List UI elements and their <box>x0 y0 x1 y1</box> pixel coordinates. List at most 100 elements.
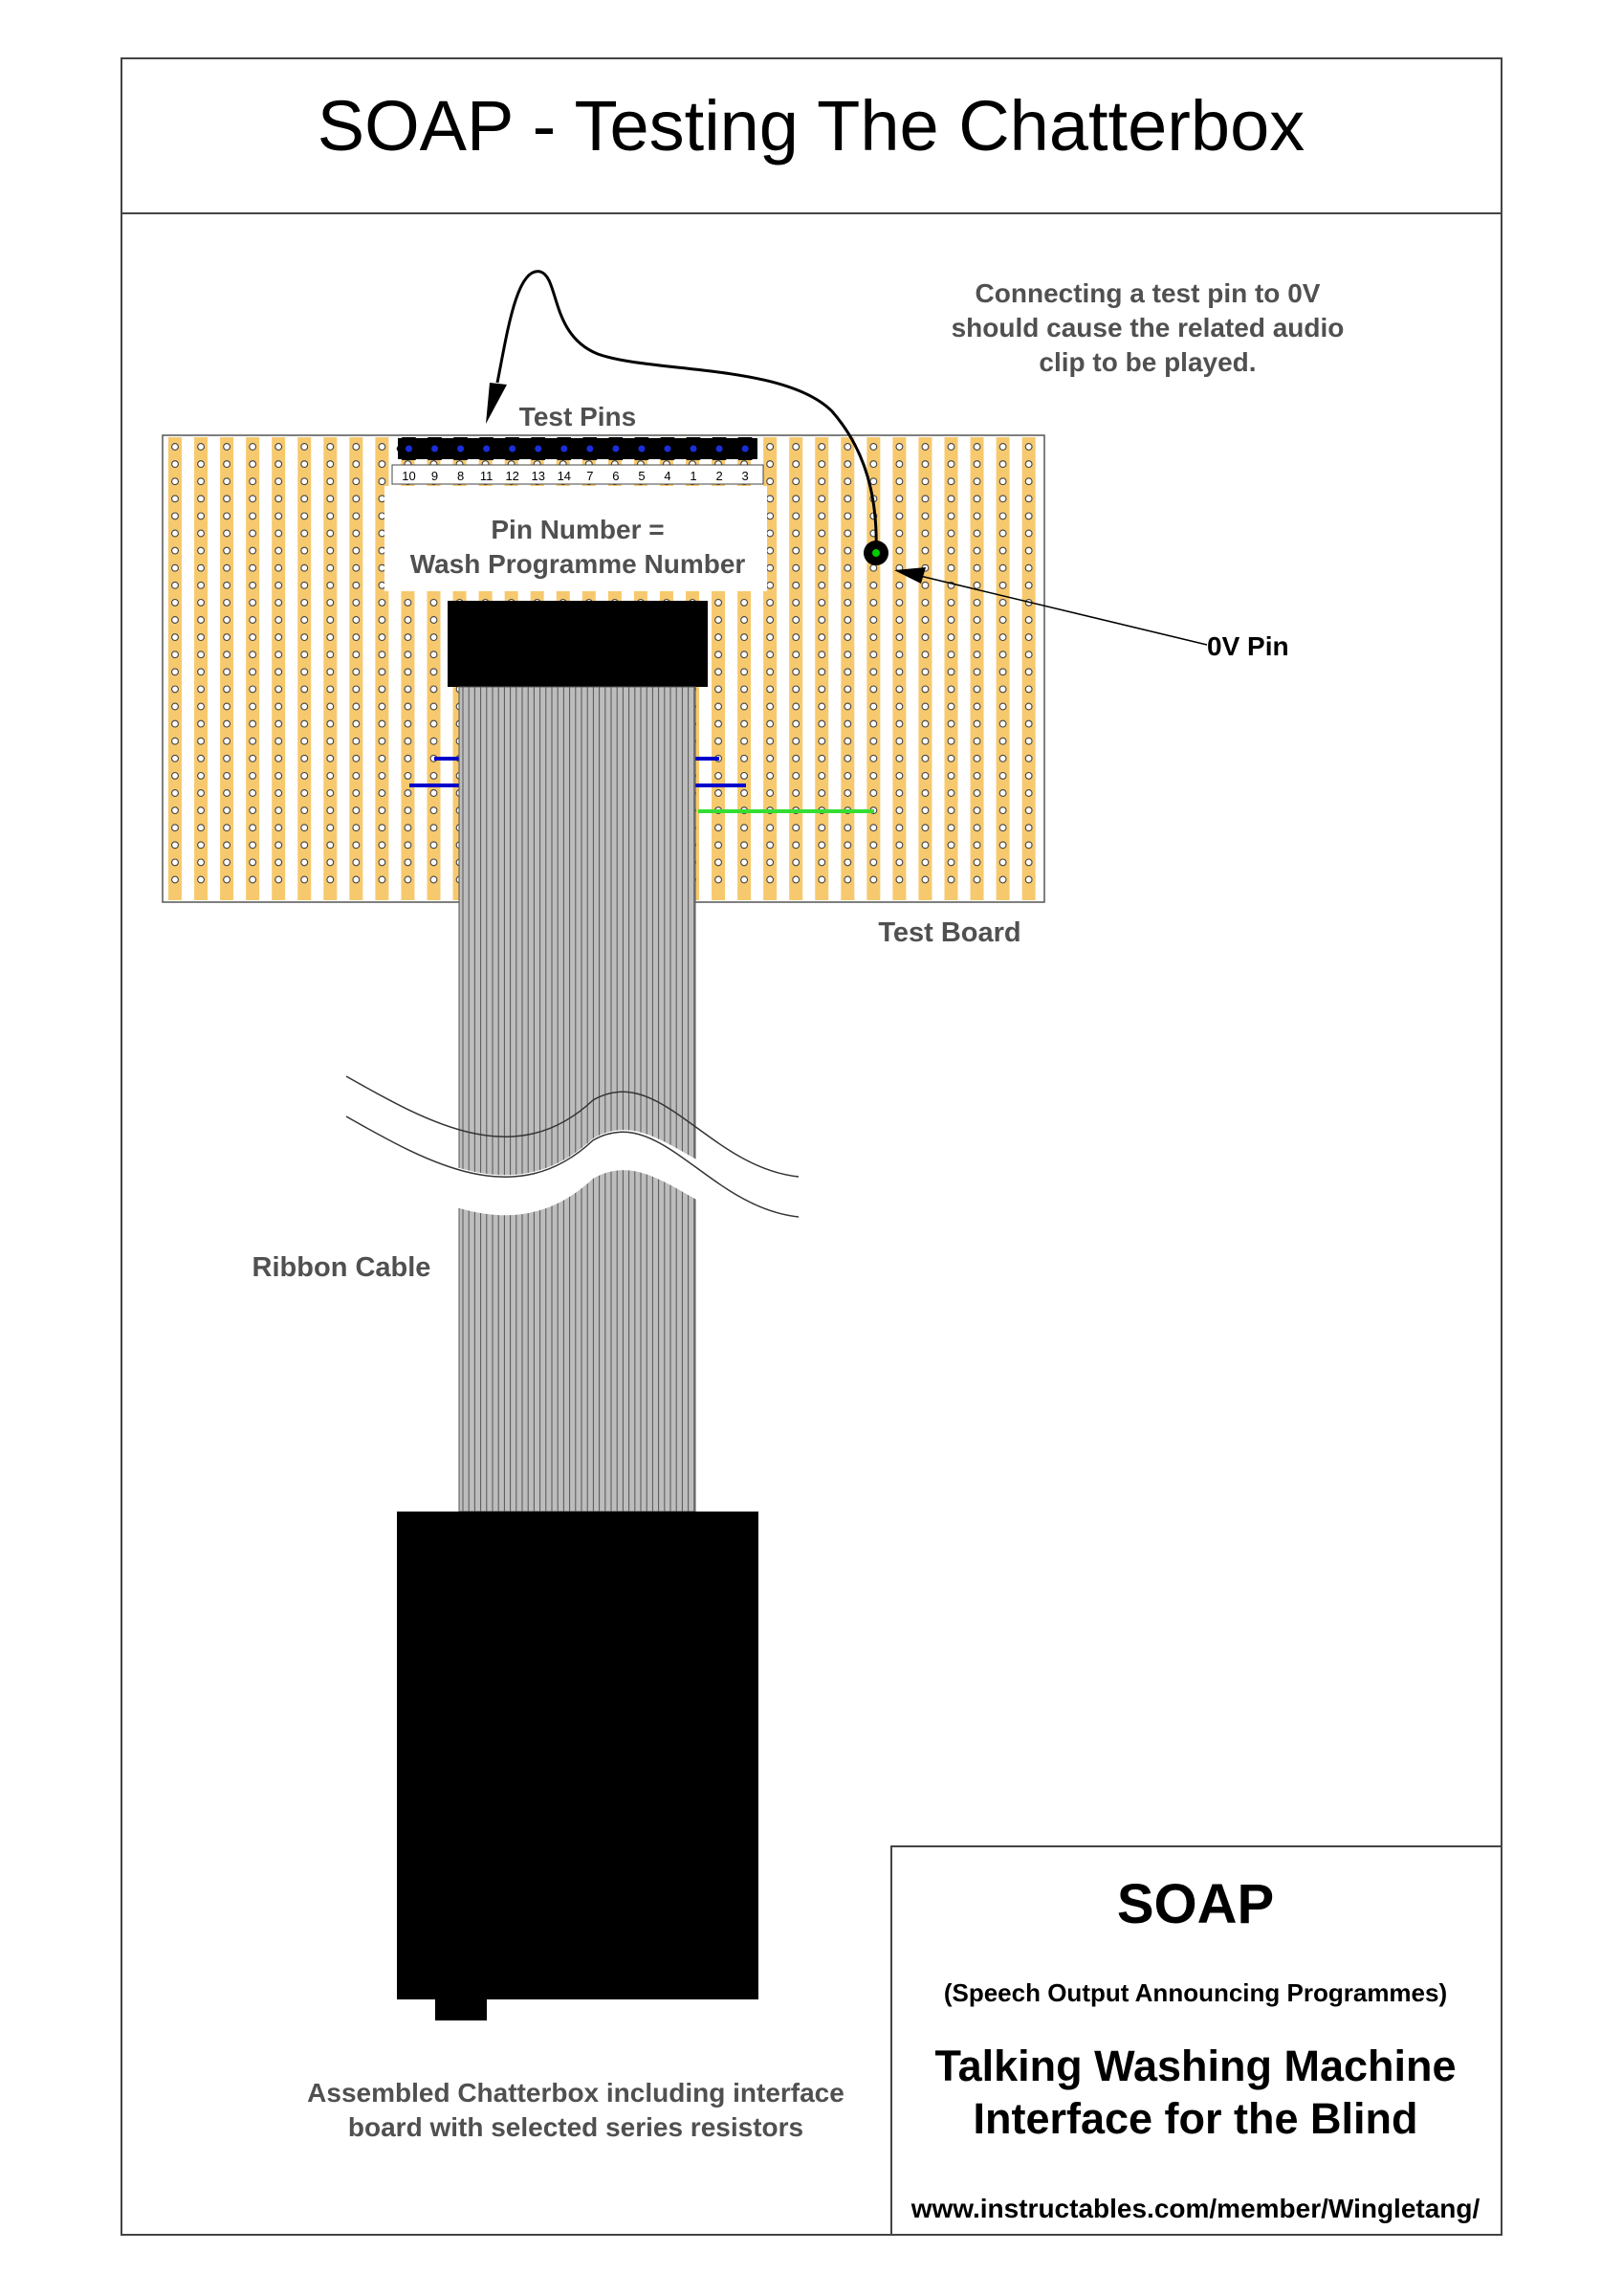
board-hole <box>998 702 1007 711</box>
board-hole <box>223 858 231 867</box>
board-hole <box>404 737 412 745</box>
board-hole <box>921 771 930 780</box>
board-hole <box>947 460 955 469</box>
header-pin-contact <box>535 445 542 453</box>
pin-number-label: 13 <box>532 469 545 483</box>
board-hole <box>921 581 930 589</box>
pin-number-label: 14 <box>558 469 571 483</box>
board-hole <box>300 668 309 676</box>
board-hole <box>197 581 206 589</box>
pin-number-label-bg <box>384 486 767 591</box>
board-hole <box>378 460 386 469</box>
board-hole <box>895 858 904 867</box>
board-hole <box>300 477 309 486</box>
board-hole <box>844 875 852 884</box>
board-hole <box>973 598 981 607</box>
board-hole <box>740 858 749 867</box>
pin-number-label: 10 <box>402 469 415 483</box>
board-hole <box>766 754 775 762</box>
board-hole <box>429 737 438 745</box>
test-pin-note-line-2: should cause the related audio <box>952 313 1345 342</box>
board-hole <box>404 633 412 642</box>
board-hole <box>998 841 1007 850</box>
board-hole <box>921 789 930 797</box>
board-hole <box>1024 546 1033 555</box>
board-hole <box>921 668 930 676</box>
board-hole <box>378 529 386 538</box>
board-hole <box>378 737 386 745</box>
board-hole <box>326 841 335 850</box>
board-hole <box>818 702 826 711</box>
board-hole <box>818 616 826 624</box>
title-block-frame <box>890 1845 1502 2236</box>
board-hole <box>844 581 852 589</box>
board-hole <box>378 633 386 642</box>
board-hole <box>300 598 309 607</box>
board-hole <box>947 616 955 624</box>
board-hole <box>274 477 283 486</box>
board-hole <box>766 477 775 486</box>
board-hole <box>818 824 826 832</box>
pin-number-label: 7 <box>586 469 593 483</box>
board-hole <box>197 598 206 607</box>
board-hole <box>326 598 335 607</box>
board-hole <box>171 616 179 624</box>
board-hole <box>740 616 749 624</box>
board-hole <box>274 858 283 867</box>
board-hole <box>352 477 361 486</box>
board-hole <box>326 512 335 520</box>
board-hole <box>171 512 179 520</box>
board-hole <box>998 633 1007 642</box>
board-hole <box>921 754 930 762</box>
board-hole <box>300 633 309 642</box>
board-hole <box>998 581 1007 589</box>
board-hole <box>197 754 206 762</box>
board-hole <box>947 737 955 745</box>
board-hole <box>274 443 283 451</box>
board-hole <box>197 668 206 676</box>
header-pin-contact <box>560 445 568 453</box>
board-hole <box>300 858 309 867</box>
board-hole <box>300 841 309 850</box>
board-hole <box>404 875 412 884</box>
board-hole <box>249 546 257 555</box>
board-hole <box>378 546 386 555</box>
board-hole <box>895 806 904 815</box>
board-hole <box>378 824 386 832</box>
board-hole <box>792 651 801 659</box>
board-hole <box>378 771 386 780</box>
board-hole <box>792 754 801 762</box>
board-hole <box>818 789 826 797</box>
board-hole <box>300 563 309 572</box>
board-hole <box>223 651 231 659</box>
board-hole <box>197 806 206 815</box>
board-hole <box>1024 616 1033 624</box>
board-hole <box>973 616 981 624</box>
assembled-label-line-2: board with selected series resistors <box>348 2112 803 2142</box>
header-pin-contact <box>715 445 723 453</box>
board-hole <box>300 512 309 520</box>
board-hole <box>973 771 981 780</box>
board-hole <box>714 737 722 745</box>
board-hole <box>947 651 955 659</box>
board-hole <box>921 512 930 520</box>
board-hole <box>1024 719 1033 728</box>
board-hole <box>844 841 852 850</box>
board-hole <box>921 841 930 850</box>
board-hole <box>714 771 722 780</box>
board-hole <box>921 616 930 624</box>
board-hole <box>1024 529 1033 538</box>
board-hole <box>714 651 722 659</box>
board-hole <box>792 443 801 451</box>
board-hole <box>973 668 981 676</box>
board-hole <box>766 546 775 555</box>
header-pin-contact <box>457 445 465 453</box>
board-hole <box>326 529 335 538</box>
board-hole <box>352 546 361 555</box>
board-hole <box>197 789 206 797</box>
board-hole <box>223 806 231 815</box>
board-hole <box>197 633 206 642</box>
board-hole <box>973 824 981 832</box>
board-hole <box>973 443 981 451</box>
